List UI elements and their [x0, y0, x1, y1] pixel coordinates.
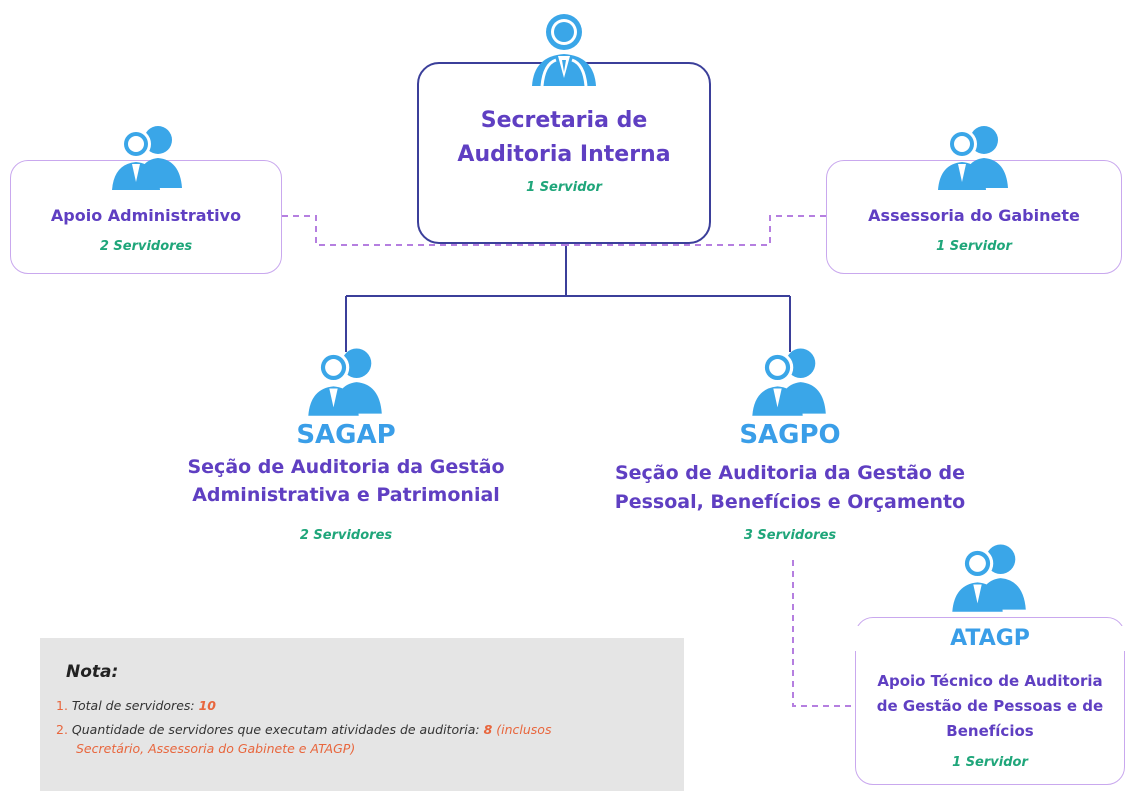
- note-item-2-extra-b: Secretário, Assessoria do Gabinete e ATA…: [76, 741, 356, 756]
- apoio-administrativo-name: Apoio Administrativo: [50, 206, 242, 225]
- assessoria-gabinete-count: 1 Servidor: [936, 239, 1012, 254]
- sagap-acronym: SAGAP: [296, 420, 396, 450]
- note-item-2-continuation: Secretário, Assessoria do Gabinete e ATA…: [76, 739, 355, 758]
- sagap-name-line1: Seção de Auditoria da Gestão: [187, 456, 505, 478]
- note-item-2-text: Quantidade de servidores que executam at…: [71, 722, 480, 737]
- note-title: Nota:: [66, 662, 119, 682]
- sagpo-name-line2: Pessoal, Benefícios e Orçamento: [614, 491, 966, 513]
- assessoria-gabinete-name: Assessoria do Gabinete: [868, 206, 1080, 225]
- sagap-name-line2: Administrativa e Patrimonial: [192, 484, 500, 506]
- sagpo-name-line1: Seção de Auditoria da Gestão de: [614, 462, 966, 484]
- note-item-2-value: 8: [483, 722, 493, 737]
- note-item-1-value: 10: [198, 698, 217, 713]
- atagp-name-line1: Apoio Técnico de Auditoria: [877, 672, 1103, 690]
- note-item-2: 2. Quantidade de servidores que executam…: [56, 720, 676, 739]
- dashed-connector-assessoria: [566, 215, 826, 246]
- note-item-1-text: Total de servidores:: [71, 698, 195, 713]
- dashed-connector-apoio: [282, 215, 566, 246]
- note-panel: Nota: 1. Total de servidores: 10 2. Quan…: [40, 638, 684, 791]
- sagpo-acronym: SAGPO: [739, 420, 841, 450]
- secretaria-count: 1 Servidor: [526, 180, 602, 195]
- user-group-icon: [112, 126, 182, 190]
- atagp-name-line2: de Gestão de Pessoas e de: [876, 697, 1104, 715]
- secretaria-name-line1: Secretaria de: [480, 108, 648, 133]
- single-user-icon: [532, 14, 596, 87]
- user-group-icon: [752, 348, 826, 416]
- user-group-icon: [938, 126, 1008, 190]
- sagap-count: 2 Servidores: [299, 528, 393, 543]
- note-item-2-extra-a: (inclusos: [496, 722, 552, 737]
- atagp-acronym: ATAGP: [855, 626, 1125, 651]
- note-item-1-number: 1.: [56, 698, 68, 713]
- secretaria-name-line2: Auditoria Interna: [457, 142, 671, 167]
- apoio-administrativo-count: 2 Servidores: [99, 239, 193, 254]
- note-item-1: 1. Total de servidores: 10: [56, 696, 216, 715]
- atagp-name-line3: Benefícios: [946, 722, 1034, 740]
- user-group-icon: [952, 544, 1026, 612]
- atagp-count: 1 Servidor: [952, 755, 1028, 770]
- sagpo-count: 3 Servidores: [743, 528, 837, 543]
- user-group-icon: [308, 348, 382, 416]
- note-item-2-number: 2.: [56, 722, 68, 737]
- dashed-connector-atagp: [792, 560, 855, 707]
